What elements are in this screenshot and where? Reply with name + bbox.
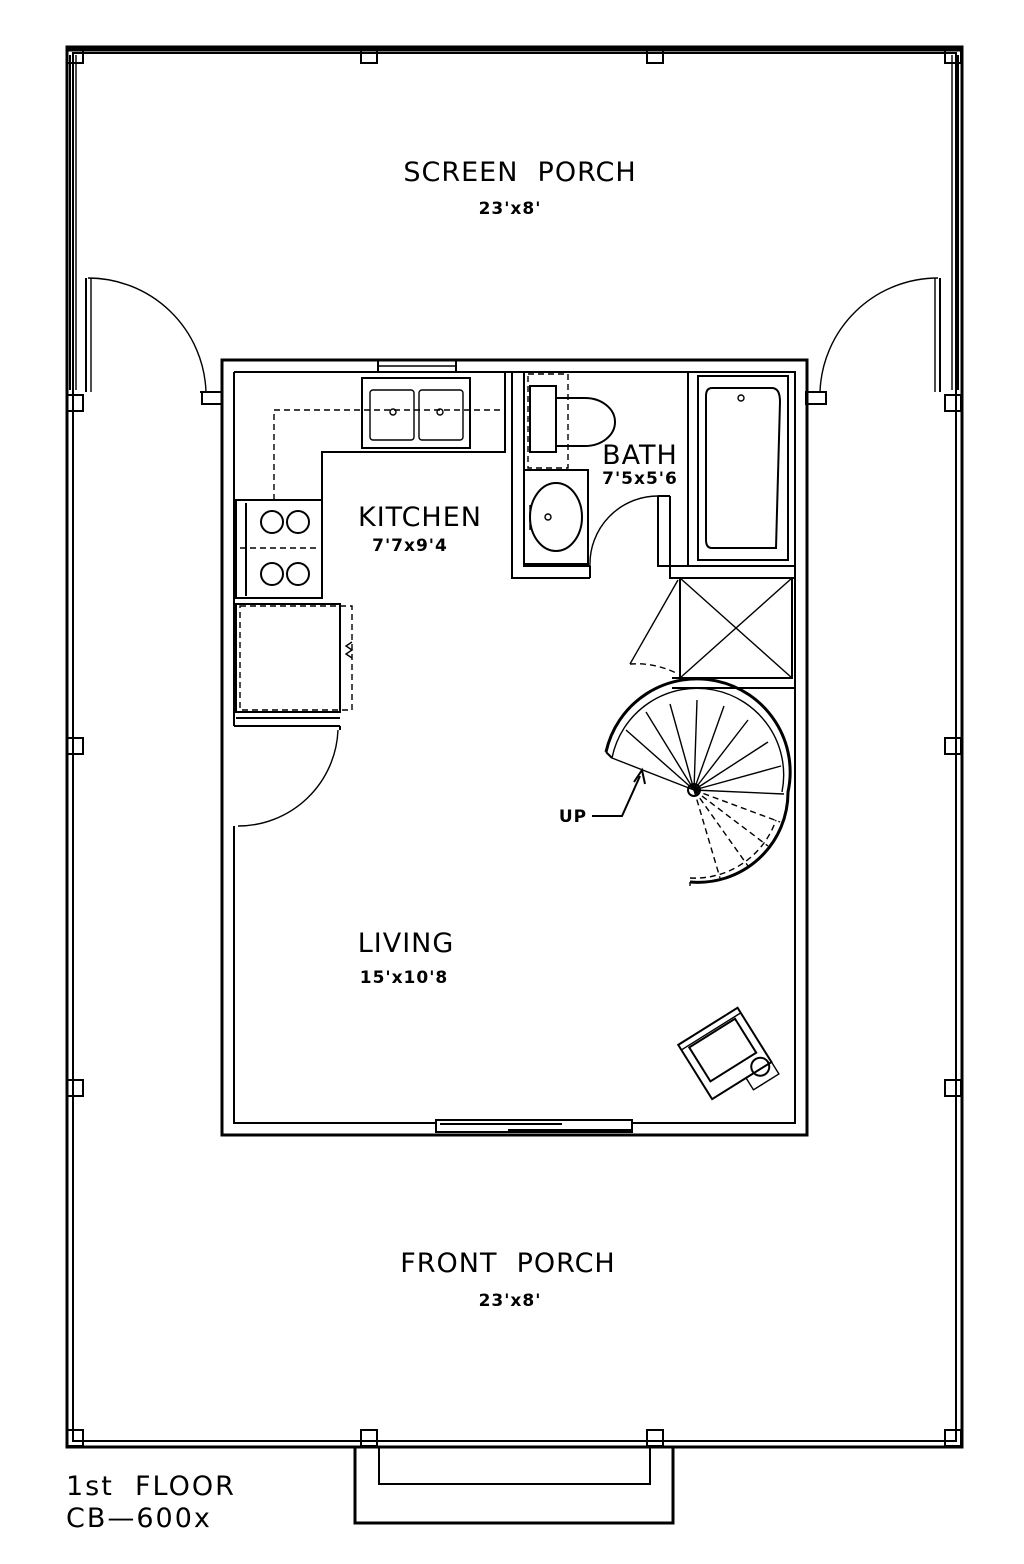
wood-stove	[676, 1006, 780, 1101]
side-entry-door	[221, 725, 341, 827]
screen-panels	[69, 55, 959, 390]
screen-porch-door-right	[805, 277, 941, 405]
outer-porch-outline	[65, 45, 964, 1449]
bath-label: BATH	[602, 440, 678, 471]
kitchen-size: 7'7x9'4	[372, 536, 448, 556]
plan-number: CB—600x	[66, 1503, 212, 1534]
vanity-sink	[523, 469, 589, 565]
front-porch-size: 23'x8'	[479, 1291, 542, 1311]
stove	[235, 499, 323, 599]
bath-size: 7'5x5'6	[602, 469, 678, 489]
front-steps	[353, 1447, 675, 1525]
living-label: LIVING	[358, 928, 455, 959]
screen-porch-size: 23'x8'	[479, 199, 542, 219]
sink	[361, 377, 471, 449]
front-sliding-door	[435, 1119, 633, 1133]
front-porch-label: FRONT PORCH	[400, 1248, 616, 1279]
floor-title: 1st FLOOR	[66, 1471, 236, 1502]
porch-posts	[66, 46, 962, 1447]
screen-porch-label: SCREEN PORCH	[403, 157, 636, 188]
living-size: 15'x10'8	[360, 968, 449, 988]
closet	[629, 577, 795, 689]
bathtub	[697, 375, 789, 561]
toilet	[527, 373, 616, 469]
spiral-stair	[592, 677, 792, 886]
screen-porch-door-left	[85, 277, 223, 405]
stair-up-label: UP	[559, 807, 587, 827]
refrigerator	[235, 603, 354, 719]
kitchen-label: KITCHEN	[358, 502, 482, 533]
